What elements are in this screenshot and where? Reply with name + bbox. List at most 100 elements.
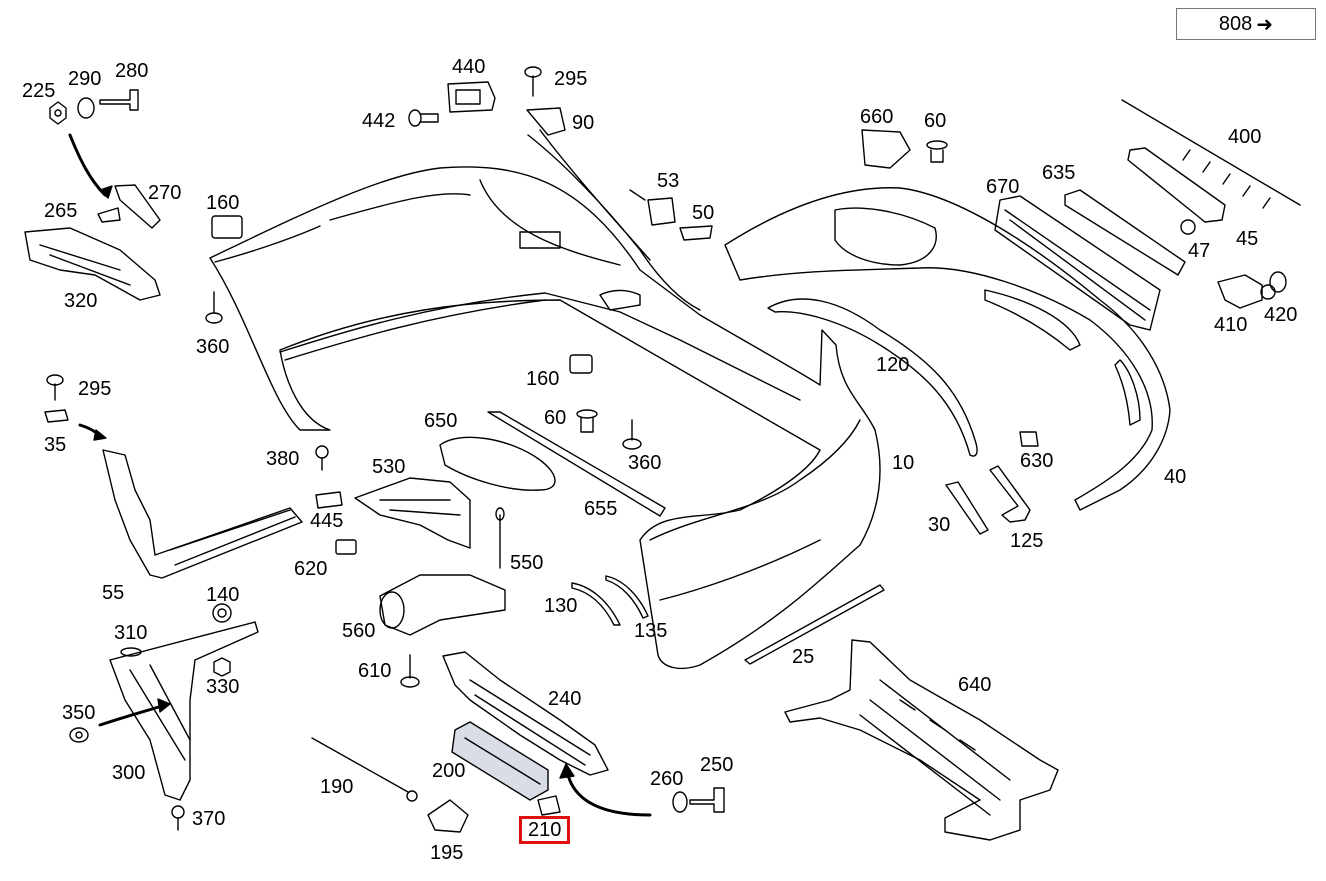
part-360-bolt-b[interactable] <box>623 420 641 449</box>
part-350-washer[interactable] <box>70 728 88 742</box>
part-655-strip[interactable] <box>488 412 665 516</box>
part-53[interactable] <box>630 190 675 225</box>
callout-350: 350 <box>62 702 96 724</box>
callout-310: 310 <box>114 622 148 644</box>
part-550-rod[interactable] <box>496 508 504 568</box>
callout-400: 400 <box>1228 126 1262 148</box>
part-440-sensor[interactable] <box>448 82 495 112</box>
callout-195: 195 <box>430 842 464 864</box>
callout-10: 10 <box>892 452 915 474</box>
callout-295-left: 295 <box>78 378 112 400</box>
part-130-trim[interactable] <box>572 583 620 625</box>
callout-250: 250 <box>700 754 734 776</box>
callout-360: 360 <box>196 336 230 358</box>
part-295-screw-a[interactable] <box>525 67 541 96</box>
part-50[interactable] <box>680 226 712 240</box>
callout-620: 620 <box>294 558 328 580</box>
part-250-bolt[interactable] <box>690 788 724 812</box>
callout-300: 300 <box>112 762 146 784</box>
part-160-clip-a[interactable] <box>212 216 242 238</box>
part-560-duct[interactable] <box>380 575 505 635</box>
part-55-side-bracket[interactable] <box>103 450 302 578</box>
part-280-bolt[interactable] <box>100 90 138 110</box>
part-670[interactable] <box>995 196 1160 330</box>
part-300-bracket[interactable] <box>110 622 258 800</box>
part-200-gasket[interactable] <box>452 722 548 800</box>
callout-160-center: 160 <box>526 368 560 390</box>
part-640-lower-carrier[interactable] <box>785 640 1058 840</box>
callout-140: 140 <box>206 584 240 606</box>
callout-442: 442 <box>362 110 396 132</box>
part-60-clip-b[interactable] <box>577 410 597 432</box>
part-260-washer[interactable] <box>673 792 687 812</box>
callout-135: 135 <box>634 620 668 642</box>
callout-295: 295 <box>554 68 588 90</box>
callout-125: 125 <box>1010 530 1044 552</box>
part-190-rod[interactable] <box>312 738 417 801</box>
part-530-duct[interactable] <box>355 478 470 548</box>
part-135-trim[interactable] <box>606 576 648 618</box>
callout-225: 225 <box>22 80 56 102</box>
part-330-nut[interactable] <box>214 658 230 676</box>
part-265-clip[interactable] <box>98 208 120 222</box>
part-295-screw-b[interactable] <box>47 375 63 400</box>
callout-45: 45 <box>1236 228 1259 250</box>
part-47-screw[interactable] <box>1181 220 1195 234</box>
part-120-trim[interactable] <box>768 299 977 456</box>
part-290-washer[interactable] <box>78 98 94 118</box>
callout-440: 440 <box>452 56 486 78</box>
part-610-bolt[interactable] <box>401 655 419 687</box>
part-445-clip[interactable] <box>316 492 342 508</box>
callout-410: 410 <box>1214 314 1248 336</box>
part-320-side-bracket[interactable] <box>25 228 160 300</box>
part-370-screw[interactable] <box>172 806 184 830</box>
part-660[interactable] <box>862 130 910 168</box>
part-40-diffuser[interactable] <box>725 188 1170 510</box>
callout-90: 90 <box>572 112 595 134</box>
callout-550: 550 <box>510 552 544 574</box>
part-240-bracket[interactable] <box>443 652 608 775</box>
callout-635: 635 <box>1042 162 1076 184</box>
part-400[interactable] <box>1122 100 1300 222</box>
part-140-nut[interactable] <box>213 604 231 622</box>
part-650-frame[interactable] <box>440 437 555 490</box>
page-reference-number: 808 <box>1218 12 1253 35</box>
part-35-nut[interactable] <box>45 410 68 422</box>
part-442-screw[interactable] <box>409 110 438 126</box>
callout-670: 670 <box>986 176 1020 198</box>
part-620-clip[interactable] <box>336 540 356 554</box>
part-90-bracket[interactable] <box>527 108 565 135</box>
part-30-reflector[interactable] <box>946 482 988 534</box>
callout-630: 630 <box>1020 450 1054 472</box>
callout-265: 265 <box>44 200 78 222</box>
part-635[interactable] <box>1065 190 1185 275</box>
part-10-bumper-cover[interactable] <box>210 130 880 668</box>
part-160-clip-b[interactable] <box>570 355 592 373</box>
part-420-ring[interactable] <box>1270 272 1286 292</box>
part-270-bracket[interactable] <box>115 185 160 228</box>
callout-610: 610 <box>358 660 392 682</box>
callout-560: 560 <box>342 620 376 642</box>
part-25-strip[interactable] <box>745 585 884 664</box>
part-60-clip-a[interactable] <box>927 141 947 162</box>
callout-120: 120 <box>876 354 910 376</box>
part-210-clip[interactable] <box>538 796 560 815</box>
part-380-bolt[interactable] <box>316 446 328 470</box>
part-125-trim[interactable] <box>990 466 1030 522</box>
callout-380: 380 <box>266 448 300 470</box>
callout-130: 130 <box>544 595 578 617</box>
part-195-cap[interactable] <box>428 800 468 832</box>
callout-370: 370 <box>192 808 226 830</box>
callout-30: 30 <box>928 514 951 536</box>
part-360-bolt-a[interactable] <box>206 292 222 323</box>
callout-210-highlighted[interactable]: 210 <box>519 816 571 844</box>
callout-50: 50 <box>692 202 715 224</box>
callout-660: 660 <box>860 106 894 128</box>
callout-290: 290 <box>68 68 102 90</box>
part-225-nut[interactable] <box>50 102 66 124</box>
callout-200: 200 <box>432 760 466 782</box>
part-630-clip[interactable] <box>1020 432 1038 446</box>
page-reference-box[interactable]: 808 ➜ <box>1176 8 1316 40</box>
